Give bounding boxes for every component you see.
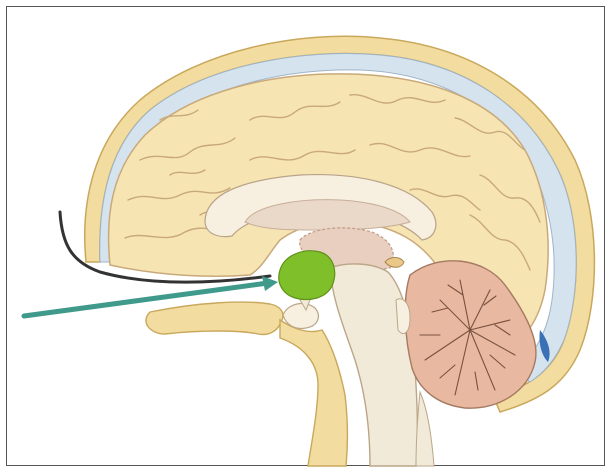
skull-base — [146, 302, 283, 334]
clivus — [280, 320, 347, 466]
highlighted-structure — [279, 251, 335, 300]
spinal-cord — [416, 392, 434, 466]
